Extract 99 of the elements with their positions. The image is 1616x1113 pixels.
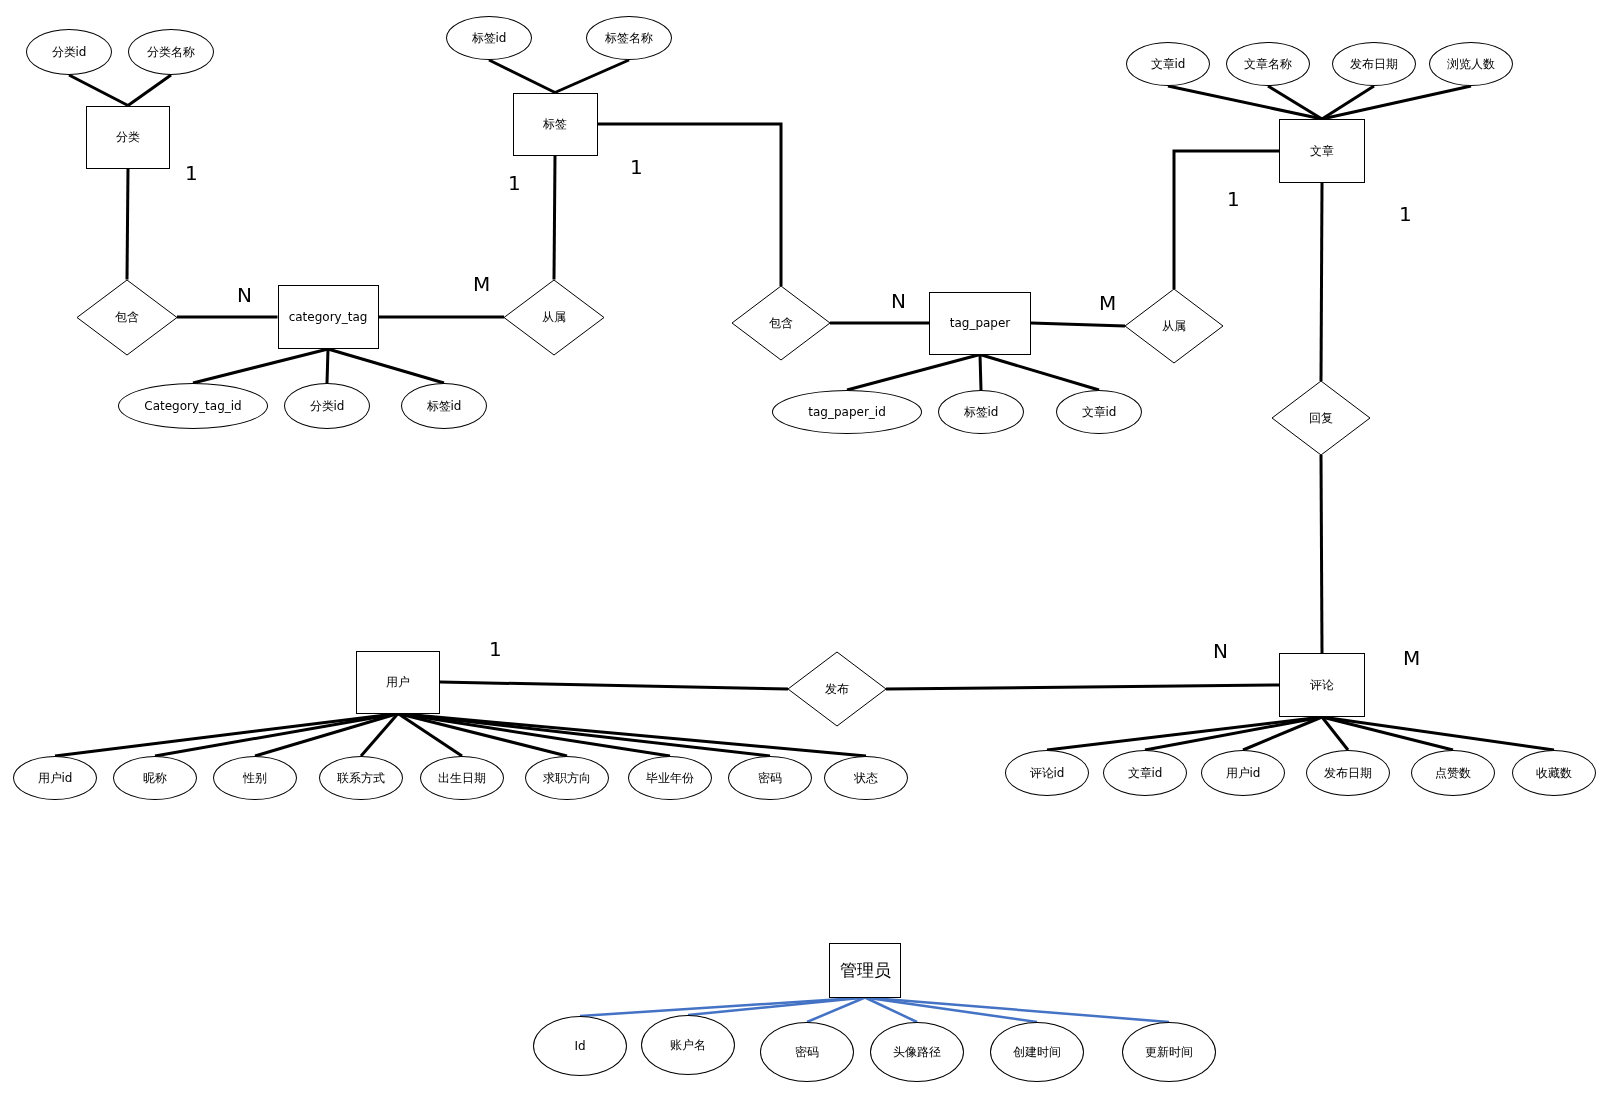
relationship-line <box>806 996 866 1024</box>
relationship-line <box>488 58 556 94</box>
relationship-line <box>886 683 1279 691</box>
attribute-name: 文章id <box>1081 403 1117 421</box>
relationship-line <box>125 168 130 280</box>
attribute-name: 密码 <box>795 1043 819 1061</box>
attribute-name: 用户id <box>1225 764 1261 782</box>
attribute-name: 求职方向 <box>543 769 591 787</box>
relationship-line <box>846 353 981 392</box>
relationship-line <box>177 315 278 319</box>
entity-box <box>829 942 901 998</box>
attribute-name: 发布日期 <box>1324 764 1372 782</box>
attribute-name: 收藏数 <box>1536 764 1572 782</box>
cardinality-label: 1 <box>1227 189 1240 209</box>
relationship-name: 发布 <box>825 680 849 698</box>
entity-box <box>929 291 1031 355</box>
attribute-name: 毕业年份 <box>646 769 694 787</box>
relationship-line <box>554 58 630 94</box>
attribute-name: 创建时间 <box>1013 1043 1061 1061</box>
attribute-name: 文章名称 <box>1244 55 1292 73</box>
relationship-name: 从属 <box>1162 317 1186 335</box>
relationship-line <box>327 347 445 385</box>
attribute-name: 标签id <box>426 397 462 415</box>
attribute-name: tag_paper_id <box>808 405 886 419</box>
cardinality-label: 1 <box>630 157 643 177</box>
attribute-name: 标签id <box>963 403 999 421</box>
attribute-name: 标签名称 <box>605 29 653 47</box>
entity-name: 标签 <box>543 115 567 133</box>
relationship-name: 包含 <box>115 308 139 326</box>
relationship-name: 从属 <box>542 308 566 326</box>
relationship-line <box>439 680 789 691</box>
relationship-line <box>68 73 129 107</box>
entity-box <box>512 92 598 156</box>
entity-name: tag_paper <box>949 316 1011 330</box>
relationship-line <box>1172 149 1279 289</box>
cardinality-label: N <box>237 285 252 305</box>
relationship-line <box>127 73 172 107</box>
relationship-line <box>864 996 918 1024</box>
attribute-name: 分类id <box>309 397 345 415</box>
attribute-name: 性别 <box>243 769 267 787</box>
cardinality-label: M <box>473 274 491 294</box>
attribute-name: 评论id <box>1029 764 1065 782</box>
attribute-name: 文章id <box>1150 55 1186 73</box>
relationship-line <box>552 155 557 280</box>
relationship-line <box>1267 84 1323 121</box>
relationship-line <box>1319 183 1324 381</box>
cardinality-label: M <box>1403 648 1421 668</box>
entity-box <box>1279 653 1365 717</box>
relationship-line <box>325 348 330 384</box>
relationship-line <box>359 712 400 757</box>
entity-name: 分类 <box>116 128 140 146</box>
relationship-line <box>1319 455 1324 653</box>
relationship-line <box>397 712 463 758</box>
attribute-name: 分类id <box>51 43 87 61</box>
attribute-name: 昵称 <box>143 769 167 787</box>
cardinality-label: 1 <box>185 163 198 183</box>
attribute-name: Id <box>574 1039 586 1053</box>
relationship-line <box>378 315 504 319</box>
relationship-name: 回复 <box>1309 409 1333 427</box>
entity-box <box>277 285 379 349</box>
attribute-name: 联系方式 <box>337 769 385 787</box>
relationship-line <box>979 353 1100 392</box>
relationship-line <box>192 347 329 385</box>
attribute-name: 用户id <box>37 769 73 787</box>
cardinality-label: 1 <box>1399 204 1412 224</box>
entity-name: 用户 <box>386 673 410 691</box>
cardinality-label: N <box>1213 641 1228 661</box>
entity-name: category_tag <box>288 310 368 324</box>
entity-name: 管理员 <box>839 958 891 982</box>
relationship-line <box>830 321 929 325</box>
relationship-line <box>397 712 568 758</box>
attribute-name: 分类名称 <box>147 43 195 61</box>
entity-name: 文章 <box>1310 142 1334 160</box>
entity-box <box>1279 119 1365 183</box>
cardinality-label: 1 <box>489 639 502 659</box>
relationship-line <box>1320 716 1350 751</box>
entity-box <box>86 105 170 169</box>
attribute-name: 发布日期 <box>1350 55 1398 73</box>
relationship-line <box>1242 715 1323 752</box>
attribute-name: Category_tag_id <box>144 399 242 413</box>
attribute-name: 更新时间 <box>1145 1043 1193 1061</box>
attribute-name: 账户名 <box>670 1036 706 1054</box>
attribute-name: 密码 <box>758 769 782 787</box>
attribute-name: 文章id <box>1127 764 1163 782</box>
attribute-name: 浏览人数 <box>1447 55 1495 73</box>
relationship-line <box>597 122 783 286</box>
attribute-name: 点赞数 <box>1435 764 1471 782</box>
cardinality-label: N <box>891 291 906 311</box>
attribute-name: 出生日期 <box>438 769 486 787</box>
entity-box <box>356 650 440 714</box>
cardinality-label: 1 <box>508 173 521 193</box>
attribute-name: 状态 <box>854 769 878 787</box>
entity-name: 评论 <box>1310 676 1334 694</box>
relationship-line <box>1030 321 1126 328</box>
attribute-name: 标签id <box>471 29 507 47</box>
relationship-name: 包含 <box>769 314 793 332</box>
relationship-line <box>978 354 983 391</box>
cardinality-label: M <box>1099 293 1117 313</box>
attribute-name: 头像路径 <box>893 1043 941 1061</box>
